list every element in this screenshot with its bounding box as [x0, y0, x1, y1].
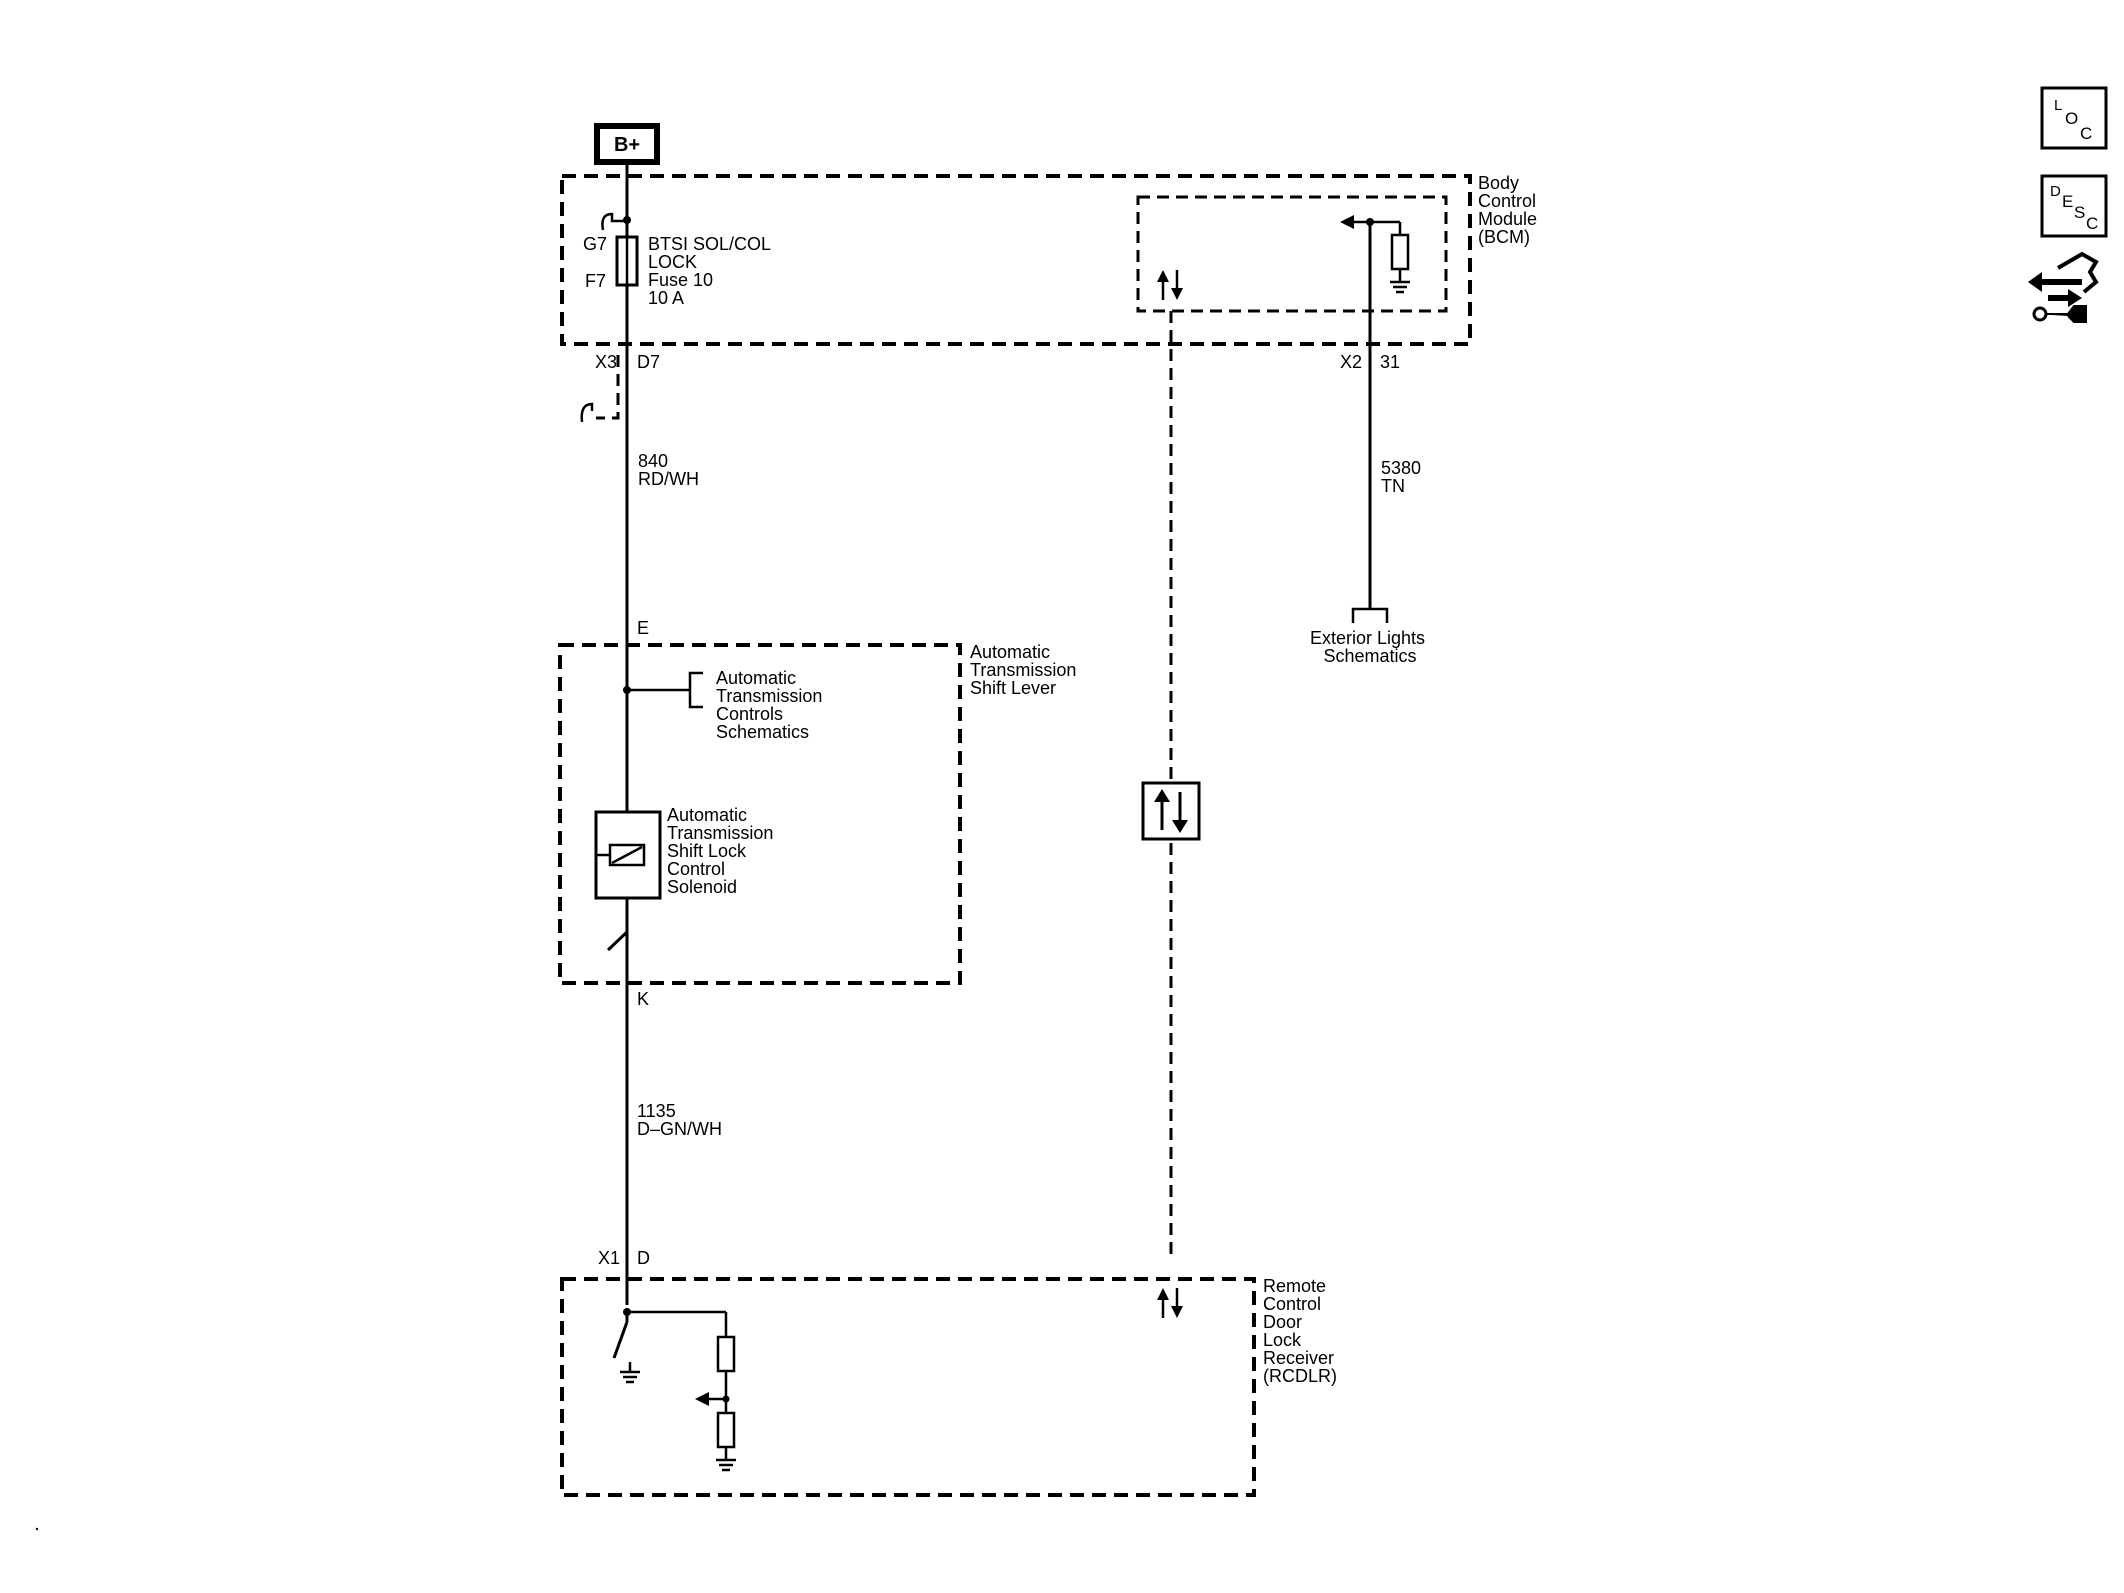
battery-power-source: B+: [594, 123, 660, 165]
fuse-label: BTSI SOL/COL LOCK Fuse 10 10 A: [648, 234, 775, 308]
scan-dot: [35, 1527, 39, 1531]
solenoid-label: Automatic Transmission Shift Lock Contro…: [667, 805, 778, 897]
svg-text:C: C: [2086, 214, 2098, 233]
bcm-serial-data-arrows-icon: [1157, 270, 1183, 300]
bcm-conn-x3: X3: [595, 352, 617, 372]
wire-1135-label: 1135 D–GN/WH: [637, 1101, 722, 1139]
svg-text:S: S: [2074, 203, 2085, 222]
shift-lever-pin-k: K: [637, 989, 649, 1009]
rcdlr-module: Remote Control Door Lock Receiver (RCDLR…: [560, 1276, 1339, 1497]
wire-5380-label: 5380 TN: [1381, 458, 1426, 496]
svg-text:D: D: [2050, 183, 2061, 200]
bcm-conn-x2: X2: [1340, 352, 1362, 372]
bcm-output-circuit: [1340, 215, 1410, 610]
shift-lever-boundary: [558, 643, 962, 985]
rcdlr-serial-data-arrows-icon: [1157, 1288, 1183, 1318]
svg-text:L: L: [2054, 97, 2062, 114]
bcm-pin-31: 31: [1380, 352, 1400, 372]
bcm-boundary: [560, 174, 1472, 346]
svg-text:Exterior Lights Schemati: Exterior Lights Schematics: [1310, 628, 1430, 666]
rcdlr-name: Remote Control Door Lock Receiver (RCDLR…: [1263, 1276, 1339, 1386]
fuse-pin-f7: F7: [585, 271, 606, 291]
bcm-module: Body Control Module (BCM): [560, 173, 1542, 346]
svg-text:O: O: [2065, 109, 2078, 128]
wire-840-label: 840 RD/WH: [638, 451, 699, 489]
connector-x3-break: [596, 355, 620, 420]
b-plus-label: B+: [614, 134, 640, 156]
bcm-pin-d7: D7: [637, 352, 660, 372]
bcm-internal-boundary: [1136, 195, 1448, 313]
bcm-name: Body Control Module (BCM): [1478, 173, 1542, 247]
shift-lock-solenoid: [594, 810, 662, 900]
loc-icon[interactable]: L O C: [2040, 86, 2108, 150]
connector-tool-icon[interactable]: [2028, 251, 2099, 323]
serial-data-symbol-icon: [1141, 781, 1201, 841]
exterior-lights-reference: Exterior Lights Schematics: [1310, 607, 1430, 666]
fuse-10: [615, 235, 639, 287]
svg-text:E: E: [2062, 192, 2073, 211]
controls-reference-bracket: [688, 671, 703, 709]
fuse-branch-stub: [601, 212, 627, 231]
fuse-pin-g7: G7: [583, 234, 607, 254]
rcdlr-conn-x1: X1: [598, 1248, 620, 1268]
rcdlr-pin-d: D: [637, 1248, 650, 1268]
rcdlr-boundary: [560, 1277, 1256, 1497]
shift-lever-module: Automatic Transmission Shift Lever: [558, 642, 1081, 985]
shift-lever-pin-e: E: [637, 618, 649, 638]
shift-lever-name: Automatic Transmission Shift Lever: [970, 642, 1081, 698]
svg-text:C: C: [2080, 124, 2092, 143]
desc-icon[interactable]: D E S C: [2040, 174, 2108, 238]
rcdlr-internal-circuit: [612, 1308, 736, 1472]
transmission-controls-reference: Automatic Transmission Controls Schemati…: [716, 668, 827, 742]
